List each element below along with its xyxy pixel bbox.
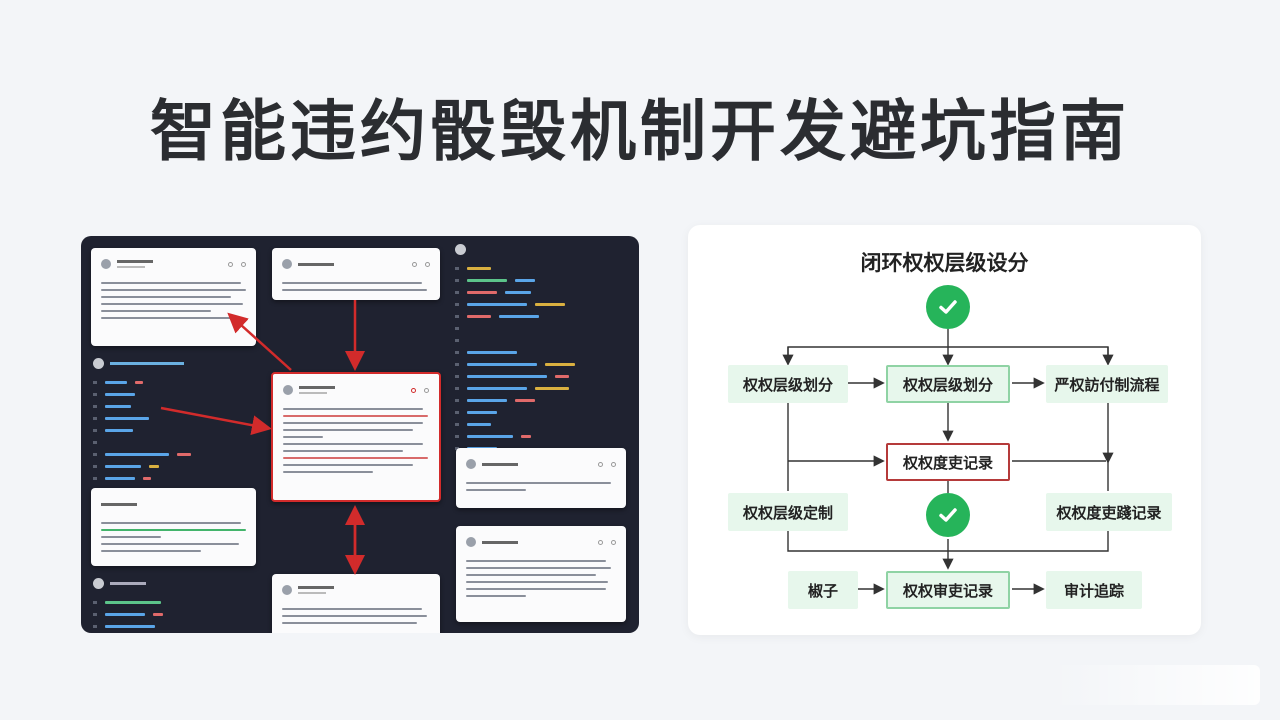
flow-connectors [782,329,1114,595]
flow-box-center-top: 权权层级划分 [886,365,1010,403]
page-headline: 智能违约骰毁机制开发避坑指南 [150,93,1130,170]
code-block [93,578,163,629]
message-card [272,248,440,300]
flow-box-center-mid: 权权度吏记录 [886,443,1010,481]
message-card [456,448,626,508]
close-icon [241,261,246,267]
message-card [456,526,626,622]
corner-glare [1050,665,1260,705]
flow-diagram-panel: 闭环权权层级设分 [688,225,1201,635]
check-circle-icon [926,285,970,329]
message-card [272,574,440,633]
flow-box-left-top: 权权层级划分 [728,365,848,403]
annotation-arrows [160,300,365,575]
code-block [455,244,575,451]
check-circle-icon [926,493,970,537]
flow-box-right-top: 严权訪付制流程 [1046,365,1168,403]
arrow-icon [227,312,292,371]
flow-box-left-mid: 权权层级定制 [728,493,848,531]
more-icon [228,261,233,267]
chat-screenshot-panel [81,236,639,633]
code-block [93,358,191,481]
highlighted-message-card [271,372,441,502]
flow-title: 闭环权权层级设分 [860,251,1029,275]
message-card [91,488,256,566]
arrow-icon [160,406,272,436]
message-card [91,248,256,346]
flow-box-center-bottom: 权权审吏记录 [886,571,1010,609]
flow-box-left-bottom: 椒子 [788,571,858,609]
flow-box-right-bottom: 审计追踪 [1046,571,1142,609]
flow-box-right-mid: 权权度吏踐记录 [1046,493,1172,531]
avatar [101,259,111,269]
